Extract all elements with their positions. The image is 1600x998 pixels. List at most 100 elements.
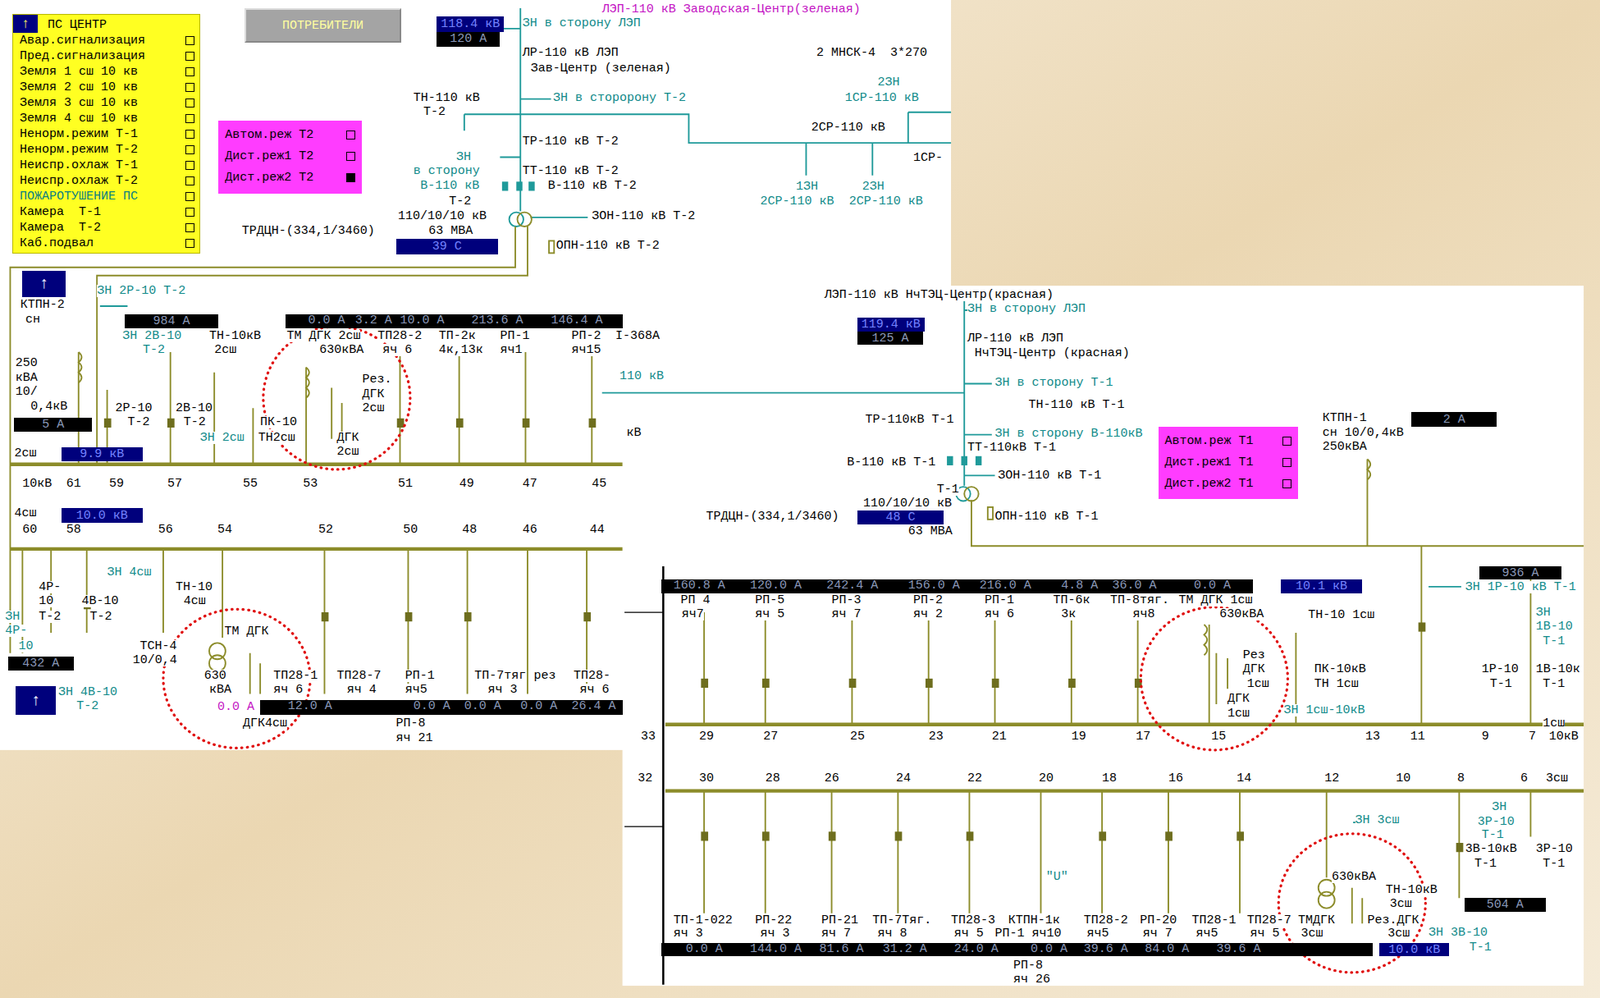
value-text: 125 А	[872, 332, 910, 345]
value-text: 242.4 А	[826, 579, 878, 593]
status-indicator	[185, 207, 195, 217]
panel-row: Дист.реж1 Т1	[1165, 452, 1292, 474]
scheme-label: сн 10/0,4кВ	[1322, 426, 1404, 439]
scheme-label: 630кВА	[1331, 870, 1376, 883]
panel-row: Авар.сигнализация	[19, 32, 195, 49]
panel-item-text: ПС ЦЕНТР	[47, 17, 107, 33]
scheme-label: Т-1	[1469, 941, 1492, 954]
scheme-label: 2сш	[13, 447, 37, 460]
panel-item-text: ↑	[21, 16, 30, 32]
value-text: 144.0 А	[749, 942, 802, 956]
scheme-label: Рез.ДГК	[1366, 914, 1419, 927]
scheme-label: 10/	[15, 385, 38, 398]
status-indicator	[346, 173, 356, 183]
panel-item-text: Неиспр.охлаж Т-1	[19, 157, 138, 174]
scheme-label: Т-1	[1474, 857, 1497, 870]
scheme-label: яч 2	[913, 608, 943, 621]
scheme-label: 10	[1395, 772, 1411, 785]
scheme-label: КТПН-1к	[1008, 914, 1061, 927]
scheme-label: В-110 кВ	[420, 179, 480, 192]
status-indicator	[346, 130, 356, 140]
scheme-label: 48	[461, 523, 477, 536]
scheme-label: ЗН 1Р-10 кВ Т-1	[1465, 580, 1577, 594]
scheme-label: 63 МВА	[908, 525, 953, 538]
scheme-label: 58	[66, 523, 82, 536]
scheme-label: 14	[1236, 772, 1252, 785]
value-text: 156.0 А	[908, 579, 960, 593]
scheme-label: яч 8	[877, 927, 908, 940]
scheme-label: 1В-10к	[1536, 662, 1581, 676]
scheme-label: 1ЗН	[795, 180, 819, 193]
value-text: 10.0 кВ	[76, 509, 128, 522]
scheme-label: кВА	[209, 683, 232, 696]
value-display: 936 А	[1479, 566, 1561, 580]
current-bar: 160.8 А120.0 А242.4 А156.0 А216.0 А4.8 А…	[661, 579, 1253, 593]
panel-row: Дист.реж2 Т2	[224, 167, 356, 189]
scheme-label: ЛЭП-110 кВ Заводская-Центр(зеленая)	[602, 3, 861, 16]
panel-row: Ненорм.режим Т-2	[19, 141, 195, 158]
value-text: 31.2 А	[882, 942, 928, 956]
panel-item-text: Автом.реж Т1	[1165, 430, 1254, 453]
scheme-label: яч15	[571, 343, 601, 357]
signal-panel: ↑ПС ЦЕНТРАвар.сигнализацияПред.сигнализа…	[12, 13, 201, 254]
scheme-label: кВА	[15, 371, 38, 384]
scheme-label: яч 3	[759, 927, 790, 940]
scheme-label: ТП28-3	[950, 914, 996, 927]
scheme-label: 10кВ	[22, 477, 52, 490]
panel-item-text: Камера Т-1	[19, 204, 101, 220]
value-text: 9.9 кВ	[79, 448, 124, 461]
scheme-label: I-368А	[615, 329, 660, 343]
scheme-label: 110/10/10 кВ	[863, 497, 952, 510]
nav-button: ↑	[15, 685, 57, 715]
value-display: 118.4 кВ	[436, 16, 504, 32]
scheme-label: 28	[765, 772, 781, 785]
status-indicator	[185, 223, 195, 233]
scheme-label: 630кВА	[1219, 608, 1264, 621]
scheme-label: "U"	[1046, 870, 1069, 883]
scheme-label: ЗН в сторону ЛЭП	[522, 17, 641, 30]
scheme-label: 49	[459, 477, 475, 490]
value-text: 4.8 А	[1060, 579, 1098, 593]
scheme-label: 250кВА	[1322, 440, 1367, 453]
panel-row: Неиспр.охлаж Т-1	[19, 157, 195, 174]
scheme-label: ЗН в сторону ЛЭП	[967, 302, 1086, 316]
scheme-label: РП-5	[754, 594, 785, 607]
value-text: 48 С	[885, 511, 915, 524]
scheme-label: ТТ-110кВ Т-1	[967, 441, 1056, 454]
scheme-label: ТП-7тяг	[474, 669, 526, 682]
value-text: 120 А	[449, 32, 487, 46]
value-text: 0.0 А	[413, 699, 451, 714]
value-text: 10.1 кВ	[1295, 580, 1348, 593]
scheme-label: 3к	[1060, 608, 1076, 621]
scheme-label: 0.0 А	[217, 700, 255, 714]
panel-row: Камера Т-1	[19, 204, 195, 220]
scheme-label: ТН-10	[175, 580, 213, 594]
scheme-label: 25	[850, 730, 865, 743]
scheme-label: 21	[992, 730, 1007, 743]
panel-item-text: Земля 1 сш 10 кв	[19, 64, 138, 80]
scheme-label: 0,4кВ	[30, 400, 68, 413]
scheme-label: 3сш	[1389, 897, 1413, 910]
panel-item-text: Земля 3 сш 10 кв	[19, 95, 138, 111]
scheme-label: 7	[1528, 730, 1536, 743]
panel-row: ПС ЦЕНТР	[19, 17, 195, 33]
value-text: 0.0 А	[1193, 579, 1231, 593]
scheme-label: яч 4	[347, 683, 377, 696]
scheme-label: НчТЭЦ-Центр (красная)	[974, 347, 1130, 360]
scheme-label: 2Р-10	[115, 402, 153, 415]
value-text: 0.0 А	[1030, 942, 1068, 956]
scheme-label: 13	[1365, 730, 1381, 743]
value-display: 504 А	[1464, 897, 1546, 911]
scheme-label: РП-20	[1139, 914, 1177, 927]
scheme-label: 2ЗН	[862, 180, 885, 193]
scheme-label: 57	[167, 477, 183, 490]
value-text: 146.4 А	[551, 314, 604, 328]
scheme-label: яч 7	[1142, 927, 1173, 940]
scheme-label: ЛР-110 кВ ЛЭП	[522, 46, 619, 60]
panel-item-text: Ненорм.режим Т-2	[19, 141, 138, 158]
scheme-label: 27	[763, 730, 778, 743]
scheme-label: яч8	[1132, 608, 1155, 621]
scheme-label: 1СР-110 кВ	[845, 91, 919, 105]
scheme-label: РП-2	[571, 329, 601, 343]
scheme-label: В-110 кВ Т-1	[846, 456, 936, 469]
